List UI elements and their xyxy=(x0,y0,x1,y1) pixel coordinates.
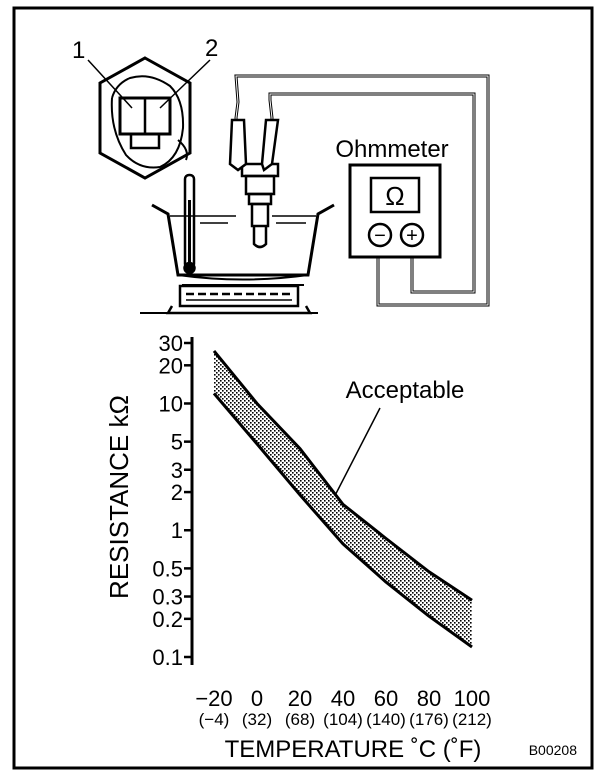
band-upper-line xyxy=(212,349,473,602)
ohmmeter-leads xyxy=(234,74,490,307)
x-tick-label-f: (32) xyxy=(242,710,272,729)
y-tick-label: 3 xyxy=(171,458,183,483)
y-tick-label: 1 xyxy=(171,518,183,543)
terminal-minus xyxy=(367,222,393,248)
pin-2-leader xyxy=(159,59,211,109)
figure-frame xyxy=(12,6,594,770)
test-probe-left xyxy=(228,118,248,172)
terminal-plus-label: + xyxy=(406,225,418,247)
x-tick-label: −20 xyxy=(195,686,232,711)
pin-2-label: 2 xyxy=(205,35,218,62)
temperature-sensor xyxy=(240,162,280,249)
x-tick-label: 80 xyxy=(417,686,441,711)
burner xyxy=(140,284,318,315)
water-pot xyxy=(151,203,335,286)
acceptable-band xyxy=(214,350,472,647)
y-tick-label: 0.2 xyxy=(152,607,183,632)
x-tick-label: 0 xyxy=(251,686,263,711)
x-tick-label-f: (−4) xyxy=(199,710,230,729)
thermometer xyxy=(183,173,196,275)
terminal-plus xyxy=(399,222,425,248)
ohmmeter-label: Ohmmeter xyxy=(335,136,448,163)
ohmmeter-display xyxy=(369,176,421,214)
y-axis-label: RESISTANCE kΩ xyxy=(104,395,134,599)
x-tick-label-f: (176) xyxy=(409,710,449,729)
y-tick-label: 2 xyxy=(171,480,183,505)
x-tick-label: 60 xyxy=(374,686,398,711)
test-probe-right xyxy=(260,118,280,173)
terminal-minus-label: − xyxy=(374,225,386,247)
x-tick-label-f: (140) xyxy=(366,710,406,729)
annotation-label: Acceptable xyxy=(346,377,465,404)
x-tick-label-f: (104) xyxy=(323,710,363,729)
x-tick-label: 100 xyxy=(454,686,491,711)
ohmmeter-symbol: Ω xyxy=(385,181,404,211)
x-tick-label-f: (212) xyxy=(452,710,492,729)
y-tick-label: 20 xyxy=(159,353,183,378)
ohmmeter: Ω − + xyxy=(348,163,442,259)
x-axis-label: TEMPERATURE ˚C (˚F) xyxy=(225,736,482,763)
pin-1-leader xyxy=(87,59,133,109)
x-tick-label: 40 xyxy=(331,686,355,711)
water-surface xyxy=(170,215,316,224)
figure-code: B00208 xyxy=(529,742,577,758)
pin-1-label: 1 xyxy=(72,37,85,64)
sensor-connector xyxy=(98,56,192,180)
band-lower-line xyxy=(212,392,473,649)
y-tick-label: 30 xyxy=(159,331,183,356)
y-tick-label: 0.5 xyxy=(152,556,183,581)
y-tick-label: 0.3 xyxy=(152,585,183,610)
resistance-chart: RESISTANCE kΩ TEMPERATURE ˚C (˚F) Accept… xyxy=(104,331,492,763)
y-tick-label: 5 xyxy=(171,430,183,455)
x-tick-label-f: (68) xyxy=(285,710,315,729)
x-tick-label: 20 xyxy=(288,686,312,711)
y-tick-label: 10 xyxy=(159,391,183,416)
y-tick-label: 0.1 xyxy=(152,645,183,670)
